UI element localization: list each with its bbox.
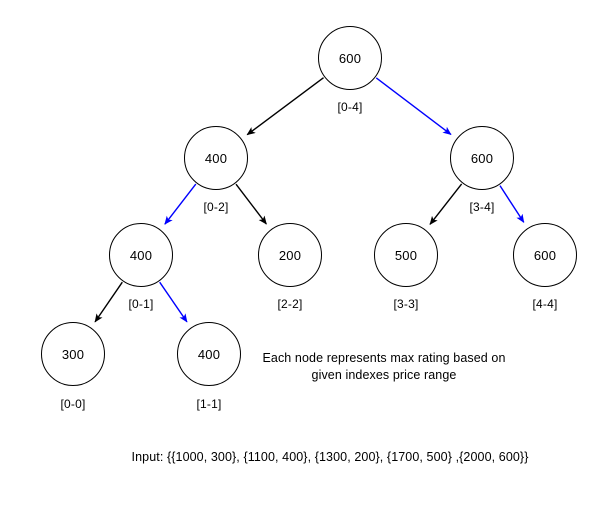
tree-node-n0-2[interactable]: 400 bbox=[184, 126, 248, 190]
tree-node-n2-2[interactable]: 200 bbox=[258, 223, 322, 287]
node-value: 600 bbox=[338, 50, 362, 66]
diagram-caption: Each node represents max rating based on… bbox=[262, 351, 506, 382]
tree-edge-right bbox=[235, 183, 267, 225]
node-value: 400 bbox=[129, 247, 153, 263]
range-label-n1-1: [1-1] bbox=[196, 397, 222, 411]
tree-edge-left bbox=[246, 77, 324, 136]
tree-node-n0-0[interactable]: 300 bbox=[41, 322, 105, 386]
node-value: 600 bbox=[470, 150, 494, 166]
tree-edge-left bbox=[429, 183, 463, 225]
range-label-n3-4: [3-4] bbox=[469, 200, 495, 214]
tree-node-n0-4[interactable]: 600 bbox=[318, 26, 382, 90]
tree-edge-right bbox=[499, 185, 525, 223]
node-value: 200 bbox=[278, 247, 302, 263]
tree-node-n3-4[interactable]: 600 bbox=[450, 126, 514, 190]
tree-node-n3-3[interactable]: 500 bbox=[374, 223, 438, 287]
tree-edge-left bbox=[94, 281, 123, 323]
range-label-n3-3: [3-3] bbox=[393, 297, 419, 311]
tree-edge-left bbox=[164, 183, 197, 225]
range-label-n0-2: [0-2] bbox=[203, 200, 229, 214]
range-label-n2-2: [2-2] bbox=[277, 297, 303, 311]
tree-node-n4-4[interactable]: 600 bbox=[513, 223, 577, 287]
node-value: 600 bbox=[533, 247, 557, 263]
range-label-n4-4: [4-4] bbox=[532, 297, 558, 311]
tree-edge-right bbox=[159, 281, 188, 323]
node-value: 400 bbox=[204, 150, 228, 166]
node-value: 500 bbox=[394, 247, 418, 263]
range-label-n0-0: [0-0] bbox=[60, 397, 86, 411]
range-label-n0-4: [0-4] bbox=[337, 100, 363, 114]
input-data-line: Input: {{1000, 300}, {1100, 400}, {1300,… bbox=[131, 450, 529, 464]
range-label-n0-1: [0-1] bbox=[128, 297, 154, 311]
node-value: 300 bbox=[61, 346, 85, 362]
tree-edge-right bbox=[375, 77, 452, 136]
tree-node-n1-1[interactable]: 400 bbox=[177, 322, 241, 386]
node-value: 400 bbox=[197, 346, 221, 362]
tree-node-n0-1[interactable]: 400 bbox=[109, 223, 173, 287]
